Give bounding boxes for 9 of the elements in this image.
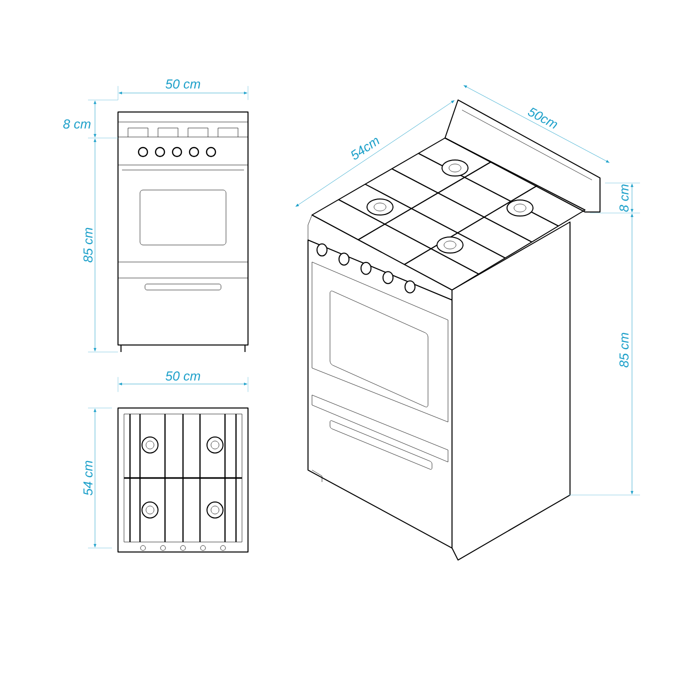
dimension-label: 8 cm xyxy=(63,119,90,129)
dimension-label: 85 cm xyxy=(619,332,629,368)
dimension-label: 54 cm xyxy=(83,460,93,496)
dimension-label: 50cm xyxy=(528,108,558,129)
dimension-label: 50 cm xyxy=(166,79,200,89)
dimension-label: 8 cm xyxy=(619,184,629,212)
dimension-label: 50 cm xyxy=(166,371,200,381)
dimension-label: 54cm xyxy=(351,138,380,160)
dimension-label: 85 cm xyxy=(83,228,93,262)
